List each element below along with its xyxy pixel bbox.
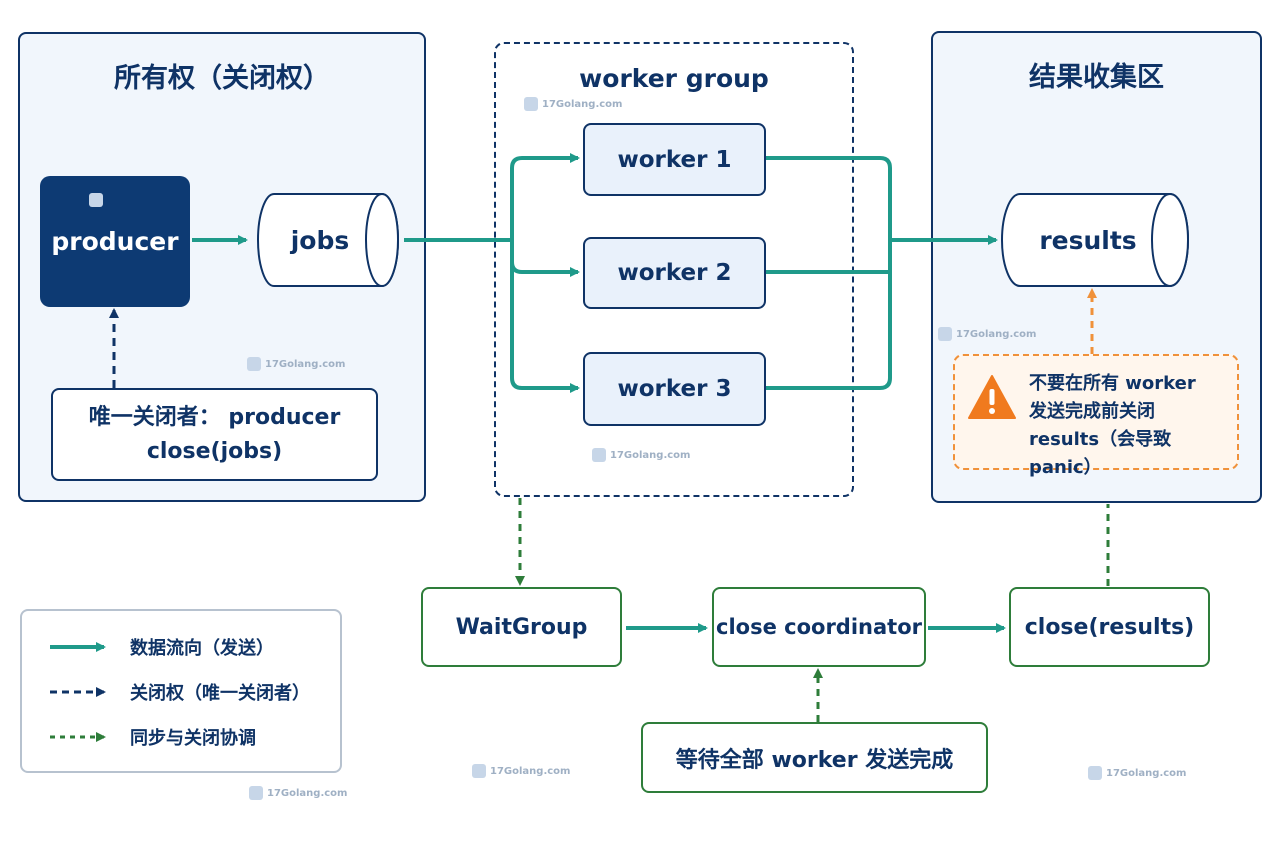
producer-node: producer [40,176,190,307]
worker-group-title: worker group [579,64,769,93]
watermark-logo-icon [1088,766,1102,780]
closer-note-line2: close(jobs) [146,438,283,464]
arrow-to-worker2 [510,240,580,277]
jobs-cylinder-shape [257,193,399,287]
close-results-label: close(results) [1024,614,1195,640]
arrow-worker1-out [766,156,892,240]
legend: 数据流向（发送） 关闭权（唯一关闭者） 同步与关闭协调 [20,609,342,773]
worker-3-node: worker 3 [583,352,766,426]
worker-1-node: worker 1 [583,123,766,196]
ownership-panel-title: 所有权（关闭权） [114,63,330,94]
close-coordinator-node: close coordinator [712,587,926,667]
wait-all-node: 等待全部 worker 发送完成 [641,722,988,793]
closer-note-line1: 唯一关闭者： producer [88,404,341,430]
watermark: 17Golang.com [524,97,622,111]
watermark-logo-icon [592,448,606,462]
producer-label: producer [51,227,179,256]
closer-note: 唯一关闭者： producer close(jobs) [51,388,378,481]
results-panel-title: 结果收集区 [1029,62,1164,93]
worker-2-node: worker 2 [583,237,766,309]
results-label: results [1039,225,1137,255]
close-coordinator-label: close coordinator [716,615,922,639]
legend-close-right: 关闭权（唯一关闭者） [130,683,310,704]
results-channel: results [1010,194,1166,286]
watermark-logo-icon [472,764,486,778]
watermark: 17Golang.com [592,448,690,462]
watermark: 17Golang.com [472,764,570,778]
watermark [89,193,103,207]
arrow-worker3-out [766,240,892,390]
warning-line1: 不要在所有 worker [1029,373,1196,394]
watermark-logo-icon [247,357,261,371]
waitgroup-label: WaitGroup [455,614,588,640]
watermark-logo-icon [89,193,103,207]
warning-icon [968,375,1016,419]
worker-2-label: worker 2 [617,260,732,286]
wait-all-label: 等待全部 worker 发送完成 [675,747,954,773]
arrow-to-worker1 [510,153,580,240]
legend-sync: 同步与关闭协调 [130,728,256,749]
legend-data-flow: 数据流向（发送） [130,638,274,659]
watermark-logo-icon [524,97,538,111]
close-results-node: close(results) [1009,587,1210,667]
warning-text: 不要在所有 worker 发送完成前关闭 results（会导致 panic） [1029,370,1239,482]
watermark-logo-icon [938,327,952,341]
warning-line3: results（会导致 panic） [1029,429,1172,478]
legend-swatches [50,642,106,742]
warning-note: 不要在所有 worker 发送完成前关闭 results（会导致 panic） [953,354,1239,478]
arrow-to-worker3 [510,240,580,393]
watermark: 17Golang.com [249,786,347,800]
watermark: 17Golang.com [247,357,345,371]
warning-line2: 发送完成前关闭 [1029,401,1155,422]
waitgroup-node: WaitGroup [421,587,622,667]
watermark: 17Golang.com [938,327,1036,341]
watermark-logo-icon [249,786,263,800]
jobs-channel: jobs [258,194,382,286]
results-cylinder-shape [1001,193,1189,287]
worker-3-label: worker 3 [617,376,732,402]
worker-1-label: worker 1 [617,146,732,173]
watermark: 17Golang.com [1088,766,1186,780]
jobs-label: jobs [290,225,350,255]
